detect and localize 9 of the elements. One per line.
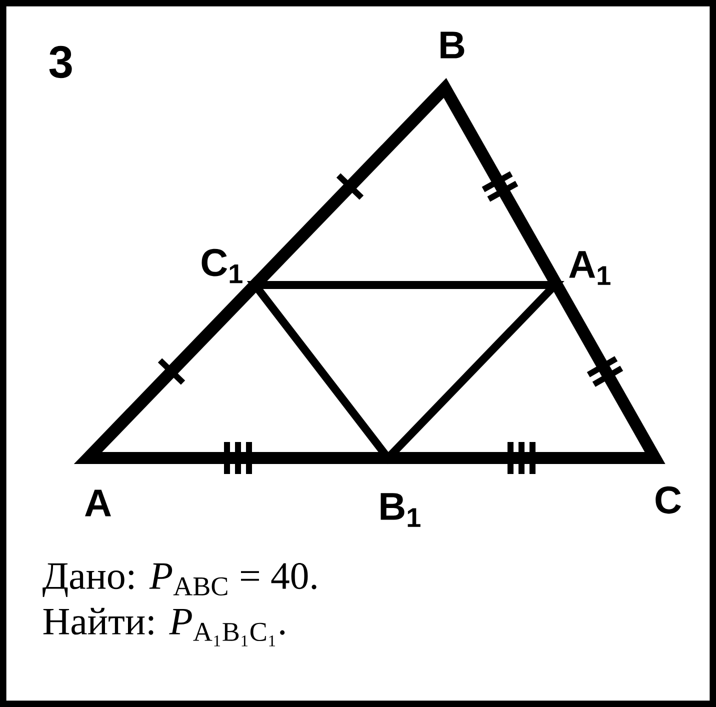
problem-text: Дано: P$_{ABC}$ = 40. xyxy=(42,563,316,597)
point-label: B$_{1}$ xyxy=(380,493,420,527)
point-label: C$_{1}$ xyxy=(202,248,242,284)
point-label: B xyxy=(440,32,464,58)
problem-text: Найти: P$_{A₁B₁C₁}$. xyxy=(43,608,285,646)
point-label: A xyxy=(85,490,111,516)
point-label: C xyxy=(656,486,681,514)
problem-number: 3 xyxy=(49,46,72,78)
point-label: A$_{1}$ xyxy=(569,251,610,285)
